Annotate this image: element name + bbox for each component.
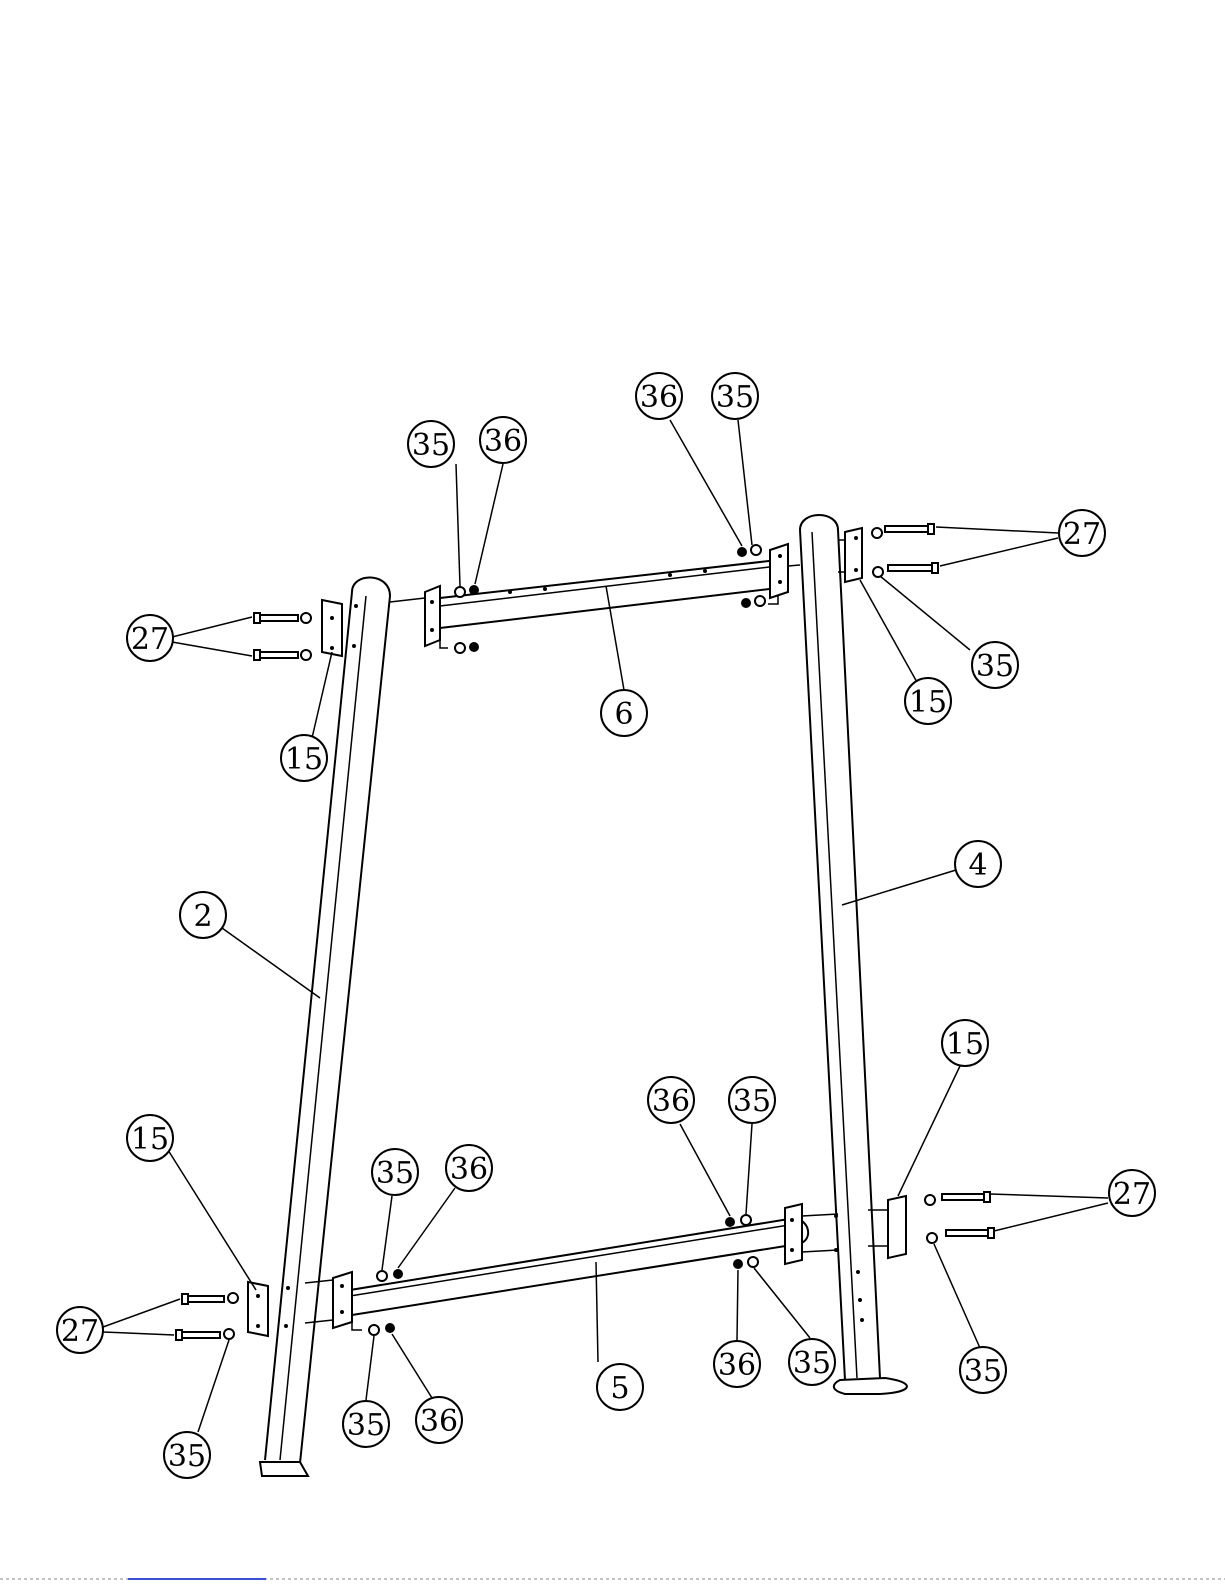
top-crossbar xyxy=(390,544,800,648)
callout-36-lower-mid: 36 xyxy=(446,1145,492,1191)
bracket-upper-left xyxy=(322,600,358,656)
right-upright-tube xyxy=(800,515,907,1394)
callout-6: 6 xyxy=(601,690,647,736)
callout-4: 4 xyxy=(955,841,1001,887)
callout-label: 27 xyxy=(131,622,169,657)
callout-35-upper-right: 35 xyxy=(972,642,1018,688)
callout-36-top-left: 36 xyxy=(480,417,526,463)
callout-label: 35 xyxy=(716,380,754,415)
callout-35-top-left: 35 xyxy=(408,421,454,467)
callout-35-bottom-right: 35 xyxy=(789,1339,835,1385)
callout-36-bottom-right: 36 xyxy=(714,1341,760,1387)
bolts-upper-right xyxy=(872,524,938,577)
callout-label: 27 xyxy=(1113,1177,1151,1212)
bolts-upper-left xyxy=(254,613,311,660)
callout-label: 2 xyxy=(193,899,212,934)
callout-5: 5 xyxy=(597,1364,643,1410)
callout-label: 36 xyxy=(640,380,678,415)
bottom-crossbar xyxy=(305,1204,838,1330)
callout-label: 27 xyxy=(1063,517,1101,552)
leader-lines xyxy=(103,420,1108,1432)
callout-36-bottom-mid: 36 xyxy=(416,1397,462,1443)
callout-label: 36 xyxy=(484,424,522,459)
callout-label: 35 xyxy=(412,428,450,463)
callout-label: 36 xyxy=(450,1152,488,1187)
bracket-upper-right xyxy=(838,528,862,582)
bolts-lower-right xyxy=(925,1192,994,1243)
callout-label: 35 xyxy=(347,1408,385,1443)
callout-36-mid-right: 36 xyxy=(648,1077,694,1123)
callout-label: 35 xyxy=(793,1346,831,1381)
callout-35-bottom-far-right: 35 xyxy=(960,1347,1006,1393)
callout-27-lower-left: 27 xyxy=(57,1307,103,1353)
callout-label: 4 xyxy=(968,848,987,883)
callout-label: 35 xyxy=(168,1439,206,1474)
callout-27-upper-left: 27 xyxy=(127,615,173,661)
callout-label: 35 xyxy=(376,1156,414,1191)
bracket-lower-right xyxy=(834,1196,906,1258)
callout-15-lower-left: 15 xyxy=(127,1115,173,1161)
callout-label: 36 xyxy=(718,1348,756,1383)
callout-35-lower-mid: 35 xyxy=(372,1149,418,1195)
callout-35-bottom-mid: 35 xyxy=(343,1401,389,1447)
bracket-lower-left xyxy=(248,1282,290,1336)
callout-35-mid-right: 35 xyxy=(729,1077,775,1123)
callout-36-top-right: 36 xyxy=(636,373,682,419)
callout-27-upper-right: 27 xyxy=(1059,510,1105,556)
callout-label: 36 xyxy=(420,1404,458,1439)
callout-label: 35 xyxy=(976,649,1014,684)
callout-label: 35 xyxy=(733,1084,771,1119)
callout-label: 6 xyxy=(614,697,633,732)
left-upright-tube xyxy=(260,577,390,1476)
callout-2: 2 xyxy=(180,892,226,938)
bolts-lower-left xyxy=(176,1293,238,1340)
callout-15-lower-right: 15 xyxy=(942,1020,988,1066)
callout-label: 15 xyxy=(909,685,947,720)
callout-label: 35 xyxy=(964,1354,1002,1389)
callout-15-upper-left: 15 xyxy=(281,735,327,781)
washers-and-nuts xyxy=(369,545,765,1335)
callout-label: 15 xyxy=(946,1027,984,1062)
callout-27-lower-right: 27 xyxy=(1109,1170,1155,1216)
callout-label: 27 xyxy=(61,1314,99,1349)
callout-label: 5 xyxy=(610,1371,629,1406)
callout-15-upper-right: 15 xyxy=(905,678,951,724)
callout-label: 15 xyxy=(285,742,323,777)
callout-35-bottom-left: 35 xyxy=(164,1432,210,1478)
callout-label: 36 xyxy=(652,1084,690,1119)
callout-35-top-right: 35 xyxy=(712,373,758,419)
callout-label: 15 xyxy=(131,1122,169,1157)
